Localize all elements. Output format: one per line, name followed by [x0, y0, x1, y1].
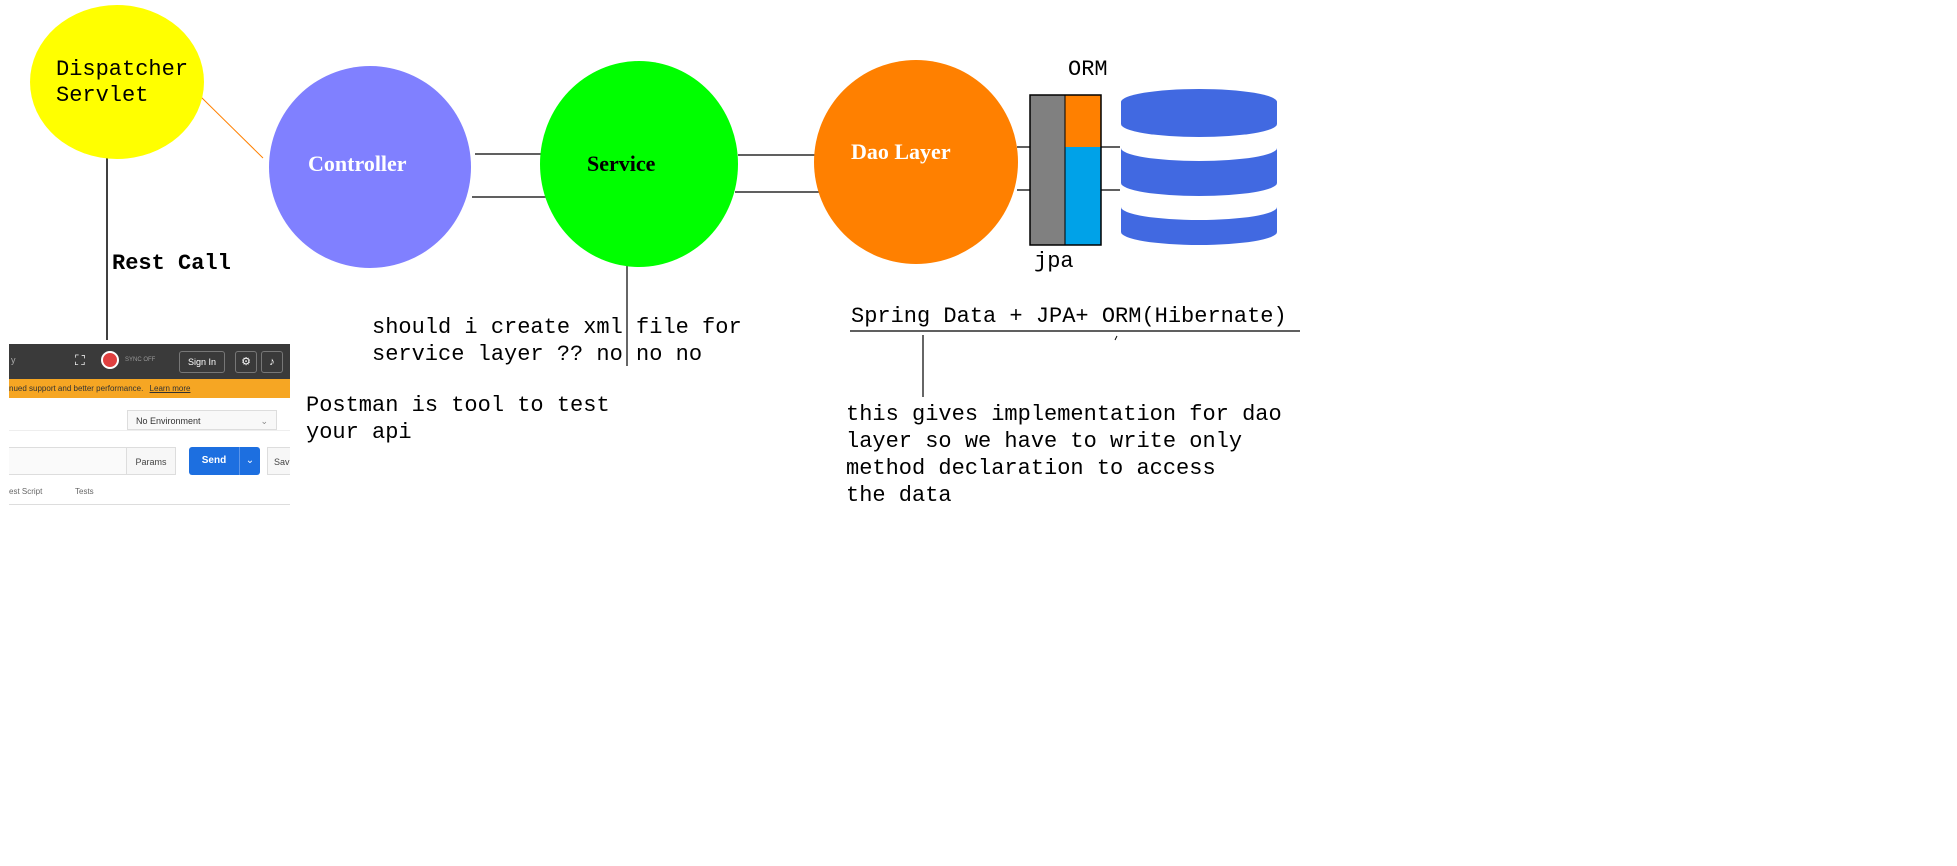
chevron-down-icon: ⌄ [260, 416, 268, 426]
postman-note-line1: Postman is tool to test [306, 393, 610, 418]
dispatcher-controller-connector [200, 96, 264, 159]
spring-data-label: Spring Data + JPA+ ORM(Hibernate) [851, 304, 1287, 329]
dao-layer-node [814, 60, 1018, 264]
dao-note-line3: method declaration to access [846, 456, 1216, 481]
dispatcher-label-line2: Servlet [56, 83, 149, 108]
capture-icon[interactable]: ⛶ [75, 352, 85, 368]
postman-notice-bar: nued support and better performance. Lea… [9, 379, 290, 398]
sync-icon[interactable] [101, 351, 119, 369]
dispatcher-servlet-node [30, 5, 204, 159]
service-note-line1: should i create xml file for [372, 315, 742, 340]
orm-label: ORM [1068, 57, 1108, 82]
controller-label: Controller [308, 151, 407, 176]
orm-block [1065, 95, 1101, 147]
dao-note-line1: this gives implementation for dao [846, 402, 1282, 427]
notification-bell-icon[interactable]: ♪ [261, 351, 283, 373]
postman-bottom-border [9, 504, 290, 505]
jpa-block [1030, 95, 1065, 245]
jpa-label: jpa [1034, 249, 1074, 274]
save-button[interactable]: Sav [267, 447, 290, 475]
stray-mark [1114, 335, 1118, 341]
service-label: Service [587, 151, 656, 176]
dao-note: this gives implementation for dao layer … [846, 401, 1282, 509]
postman-note-line2: your api [306, 420, 412, 445]
params-button[interactable]: Params [126, 447, 176, 475]
dao-note-line2: layer so we have to write only [846, 429, 1243, 454]
rest-call-label: Rest Call [112, 251, 231, 276]
dispatcher-label-line1: Dispatcher [56, 57, 189, 82]
notice-text: nued support and better performance. [9, 384, 144, 393]
send-dropdown-button[interactable]: ⌄ [239, 447, 260, 475]
service-note: should i create xml file for service lay… [372, 314, 742, 368]
service-note-line2: service layer ?? no no no [372, 342, 703, 367]
postman-topbar: y ⛶ SYNC OFF Sign In ⚙ ♪ [9, 344, 290, 379]
controller-node [269, 66, 471, 268]
service-node [540, 61, 738, 267]
dispatcher-servlet-label: Dispatcher Servlet [56, 57, 188, 109]
environment-select[interactable]: No Environment ⌄ [127, 410, 277, 430]
send-button[interactable]: Send [189, 447, 239, 475]
dao-note-line4: the data [846, 483, 952, 508]
environment-value: No Environment [136, 416, 201, 426]
settings-icon[interactable]: ⚙ [235, 351, 257, 373]
dao-layer-label: Dao Layer [851, 139, 951, 164]
learn-more-link[interactable]: Learn more [149, 384, 191, 393]
database-icon [1121, 89, 1277, 245]
hibernate-block [1065, 147, 1101, 245]
postman-divider [9, 430, 290, 431]
postman-screenshot: y ⛶ SYNC OFF Sign In ⚙ ♪ nued support an… [9, 344, 290, 507]
postman-topbar-text: y [11, 355, 16, 365]
sync-status: SYNC OFF [125, 357, 156, 363]
tab-tests[interactable]: Tests [75, 487, 94, 496]
sign-in-button[interactable]: Sign In [179, 351, 225, 373]
tab-pre-request-script[interactable]: est Script [9, 487, 43, 496]
url-input[interactable] [9, 447, 127, 475]
postman-note: Postman is tool to test your api [306, 392, 610, 446]
